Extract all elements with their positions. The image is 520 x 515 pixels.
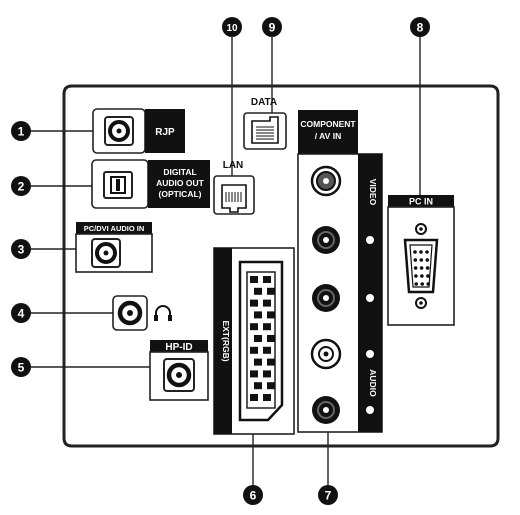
component-av-in-port: COMPONENT / AV IN: [297, 110, 383, 433]
dsub-pin: [425, 250, 429, 254]
scart-pin: [250, 276, 258, 283]
pc-dvi-audio-in-port: PC/DVI AUDIO IN: [75, 222, 153, 273]
hp-id-port: HP-ID: [149, 340, 209, 401]
rjp-port: RJP: [92, 108, 185, 154]
callout-10: 10: [222, 17, 242, 37]
headphone-port: [112, 295, 172, 331]
callout-1: 1: [11, 121, 31, 141]
callout-6: 6: [243, 485, 263, 505]
digital-audio-label-line3: (OPTICAL): [159, 189, 202, 199]
digital-audio-label-line1: DIGITAL: [163, 167, 196, 177]
dsub-pin: [420, 282, 425, 286]
digital-audio-label-line2: AUDIO OUT: [156, 178, 205, 188]
scart-pin: [267, 358, 275, 366]
scart-pin: [267, 335, 275, 342]
scart-pins: [250, 276, 275, 401]
lan-label: LAN: [223, 160, 244, 171]
callout-7: 7: [318, 485, 338, 505]
audio-label: AUDIO: [368, 369, 378, 397]
audio-r-jack: [312, 396, 340, 424]
scart-pin: [263, 370, 271, 378]
dsub-pin: [414, 274, 418, 278]
ext-rgb-scart-port: EXT(RGB): [213, 247, 295, 435]
callout-8: 8: [410, 17, 430, 37]
panel-outline: [62, 84, 500, 448]
pc-in-port: PC IN: [387, 195, 455, 326]
ext-rgb-label: EXT(RGB): [221, 320, 231, 361]
digital-audio-out-port: DIGITAL AUDIO OUT (OPTICAL): [91, 159, 210, 209]
pc-dvi-audio-in-label: PC/DVI AUDIO IN: [84, 224, 145, 233]
scart-pin: [263, 276, 271, 283]
scart-pin: [267, 382, 275, 390]
scart-pin: [250, 323, 258, 331]
dsub-pin: [426, 274, 430, 278]
callout-4: 4: [11, 303, 31, 323]
callout-3-number: 3: [18, 243, 25, 257]
rjp-label: RJP: [155, 127, 175, 138]
pb-jack: [312, 284, 340, 312]
video-label: VIDEO: [368, 179, 378, 206]
dsub-pins: [413, 250, 431, 286]
scart-pin: [263, 394, 271, 401]
dsub-pin: [419, 250, 423, 254]
y-jack: [312, 226, 340, 254]
callout-6-number: 6: [250, 489, 257, 503]
callout-9-number: 9: [269, 21, 276, 35]
callout-8-number: 8: [417, 21, 424, 35]
callout-5: 5: [11, 357, 31, 377]
scart-pin: [263, 346, 271, 354]
pc-in-label: PC IN: [409, 197, 433, 207]
dsub-pin: [426, 282, 431, 286]
callout-5-number: 5: [18, 361, 25, 375]
callout-4-number: 4: [18, 307, 25, 321]
dsub-pin: [413, 258, 418, 262]
dsub-pin: [413, 266, 418, 270]
component-markers: [366, 236, 374, 414]
data-port: DATA: [243, 97, 287, 150]
dsub-pin: [425, 258, 430, 262]
audio-l-jack: [310, 338, 342, 370]
callout-1-number: 1: [18, 125, 25, 139]
scart-pin: [263, 299, 271, 307]
scart-pin: [267, 287, 275, 295]
scart-pin: [250, 394, 258, 401]
scart-pin: [267, 311, 275, 319]
scart-pin: [254, 287, 262, 295]
video-jack: [310, 165, 342, 197]
dsub-pin: [419, 258, 424, 262]
scart-pin: [254, 382, 262, 390]
dsub-pin: [414, 282, 419, 286]
dsub-pin: [419, 266, 424, 270]
callout-2: 2: [11, 176, 31, 196]
dsub-pin: [413, 250, 417, 254]
component-label-line2: / AV IN: [315, 131, 341, 141]
scart-pin: [263, 323, 271, 331]
callout-10-number: 10: [226, 23, 238, 34]
callout-3: 3: [11, 239, 31, 259]
lan-port: LAN: [213, 160, 255, 215]
scart-pin: [254, 335, 262, 342]
dsub-pin: [425, 266, 430, 270]
scart-pin: [254, 311, 262, 319]
leader-lines: [30, 37, 421, 487]
scart-pin: [250, 346, 258, 354]
callout-9: 9: [262, 17, 282, 37]
data-label: DATA: [251, 97, 277, 108]
scart-pin: [250, 299, 258, 307]
scart-pin: [254, 358, 262, 366]
callout-7-number: 7: [325, 489, 332, 503]
callout-2-number: 2: [18, 180, 25, 194]
scart-pin: [250, 370, 258, 378]
headphone-icon: [154, 305, 172, 321]
dsub-pin: [420, 274, 424, 278]
component-label-line1: COMPONENT: [300, 119, 356, 129]
hp-id-label: HP-ID: [165, 342, 192, 353]
